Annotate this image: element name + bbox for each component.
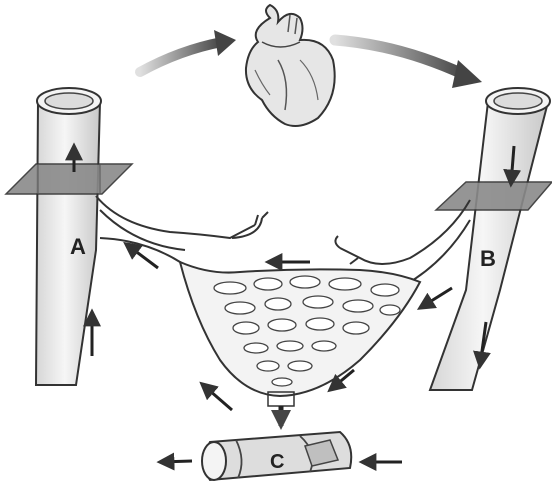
vessel-a-label: A [70,234,86,259]
circulation-arrow-right [335,40,482,88]
capillary-c-label: C [270,451,284,473]
vessel-b: B [430,88,552,390]
vessel-b-label: B [480,246,496,271]
capillary-network [180,262,420,406]
circulation-arrow-left [140,30,236,72]
heart-icon [246,5,335,126]
vessel-a: A [6,88,132,385]
capillary-detail: C [160,432,402,480]
